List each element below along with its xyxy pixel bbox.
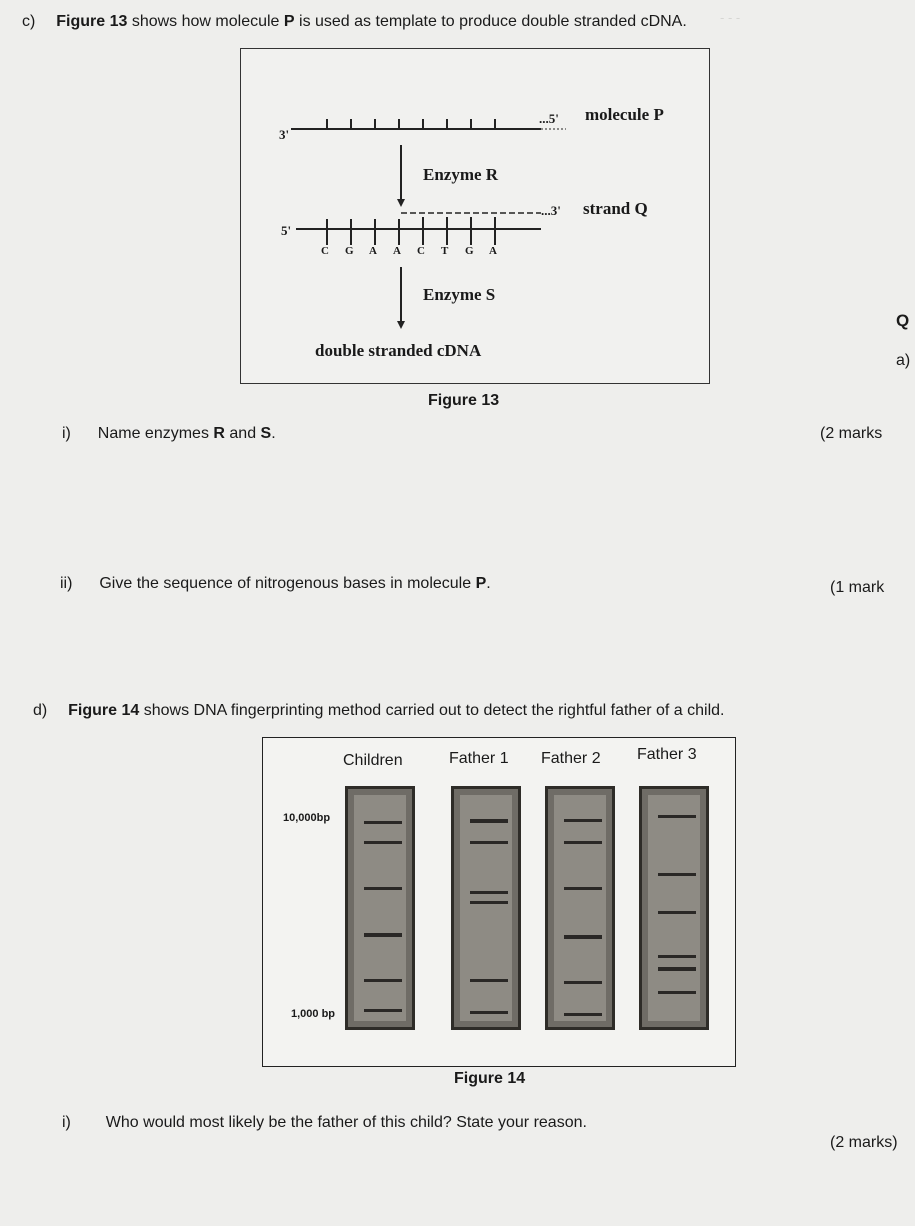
base-letter: A (369, 245, 377, 257)
gel-lane-father-2 (545, 786, 615, 1030)
dna-band (564, 1013, 602, 1016)
question-label: d) (33, 702, 48, 719)
dna-band (364, 979, 402, 982)
question-text: shows how molecule (127, 13, 284, 30)
dna-band (470, 891, 508, 894)
sub-question-end: . (486, 575, 491, 592)
dna-band (564, 841, 602, 844)
figure-14: Children Father 1 Father 2 Father 3 10,0… (262, 737, 736, 1067)
base-letter: A (489, 245, 497, 257)
sub-question-number: i) (62, 1114, 71, 1131)
molecule-p-ticks (326, 119, 496, 129)
question-text-end: is used as template to produce double st… (294, 13, 687, 30)
enzyme-s-ref: S (260, 425, 272, 442)
marker-1000bp-label: 1,000 bp (291, 1008, 336, 1020)
column-label-father-1: Father 1 (449, 750, 509, 767)
dna-band (564, 935, 602, 939)
dna-band (658, 911, 696, 914)
strand-q-ticks (326, 217, 496, 245)
sub-question-text: Who would most likely be the father of t… (105, 1114, 587, 1131)
end-5-mid-label: 5' (281, 223, 292, 238)
end-3-mid-label: ...3' (541, 203, 561, 218)
enzyme-s-label: Enzyme S (423, 285, 496, 304)
sub-question-text: Name enzymes (97, 425, 214, 442)
arrow-head-r (397, 199, 405, 207)
dna-band (470, 819, 508, 823)
molecule-p-ref: P (475, 575, 487, 592)
edge-letter-a: a) (896, 352, 911, 369)
question-d-i: i) Who would most likely be the father o… (62, 1114, 587, 1132)
base-letter: C (321, 245, 329, 257)
marks-c-i: (2 marks (820, 425, 883, 442)
molecule-ref: P (283, 13, 295, 30)
dna-band (364, 933, 402, 937)
dna-band (364, 841, 402, 844)
enzyme-r-label: Enzyme R (423, 165, 499, 184)
question-c: c) Figure 13 shows how molecule P is use… (22, 13, 822, 31)
bleed-through-text: - - - (720, 10, 741, 25)
sub-question-and: and (224, 425, 261, 442)
column-label-father-3: Father 3 (637, 746, 697, 763)
gel-lane-surface (554, 795, 606, 1021)
gel-lane-children (345, 786, 415, 1030)
dna-band (470, 979, 508, 982)
product-label: double stranded cDNA (315, 341, 482, 360)
figure-13-caption: Figure 13 (428, 392, 500, 409)
gel-lane-surface (354, 795, 406, 1021)
sub-question-text: Give the sequence of nitrogenous bases i… (99, 575, 476, 592)
end-5-top-label: ...5' (539, 111, 559, 126)
sub-question-end: . (271, 425, 276, 442)
base-letter: A (393, 245, 401, 257)
marks-c-ii: (1 mark (830, 579, 885, 596)
figure-ref: Figure 13 (56, 13, 128, 30)
dna-band (364, 1009, 402, 1012)
dna-band (564, 981, 602, 984)
dna-band (564, 887, 602, 890)
base-letter: G (465, 245, 474, 257)
column-label-children: Children (343, 752, 403, 769)
dna-band (364, 821, 402, 824)
base-letter: T (441, 245, 449, 257)
dna-band (470, 1011, 508, 1014)
gel-lane-father-1 (451, 786, 521, 1030)
question-c-i: i) Name enzymes R and S. (62, 425, 276, 443)
gel-lane-surface (460, 795, 512, 1021)
enzyme-r-ref: R (213, 425, 225, 442)
arrow-head-s (397, 321, 405, 329)
dna-band (658, 873, 696, 876)
base-letter: C (417, 245, 425, 257)
question-label: c) (22, 13, 36, 30)
question-d: d) Figure 14 shows DNA fingerprinting me… (33, 702, 903, 720)
base-letter: G (345, 245, 354, 257)
question-c-ii: ii) Give the sequence of nitrogenous bas… (60, 575, 491, 593)
strand-q-label: strand Q (583, 199, 648, 218)
dna-band (564, 819, 602, 822)
marker-10000bp-label: 10,000bp (283, 812, 331, 824)
gel-lane-father-3 (639, 786, 709, 1030)
dna-band (658, 967, 696, 971)
figure-13: 3' ...5' molecule P Enzyme R 5' ...3' st… (240, 48, 710, 384)
dna-band (658, 955, 696, 958)
dna-band (658, 991, 696, 994)
end-3-top-label: 3' (279, 127, 290, 142)
figure-14-caption: Figure 14 (454, 1070, 526, 1087)
question-text: shows DNA fingerprinting method carried … (139, 702, 725, 719)
figure-13-diagram (291, 119, 566, 329)
edge-letter-q: Q (896, 311, 910, 330)
marks-d-i: (2 marks) (830, 1134, 898, 1151)
gel-lane-surface (648, 795, 700, 1021)
figure-ref: Figure 14 (68, 702, 140, 719)
sub-question-number: i) (62, 425, 71, 442)
molecule-p-label: molecule P (585, 105, 664, 124)
dna-band (364, 887, 402, 890)
dna-band (470, 841, 508, 844)
dna-band (470, 901, 508, 904)
column-label-father-2: Father 2 (541, 750, 601, 767)
sub-question-number: ii) (60, 575, 73, 592)
dna-band (658, 815, 696, 818)
